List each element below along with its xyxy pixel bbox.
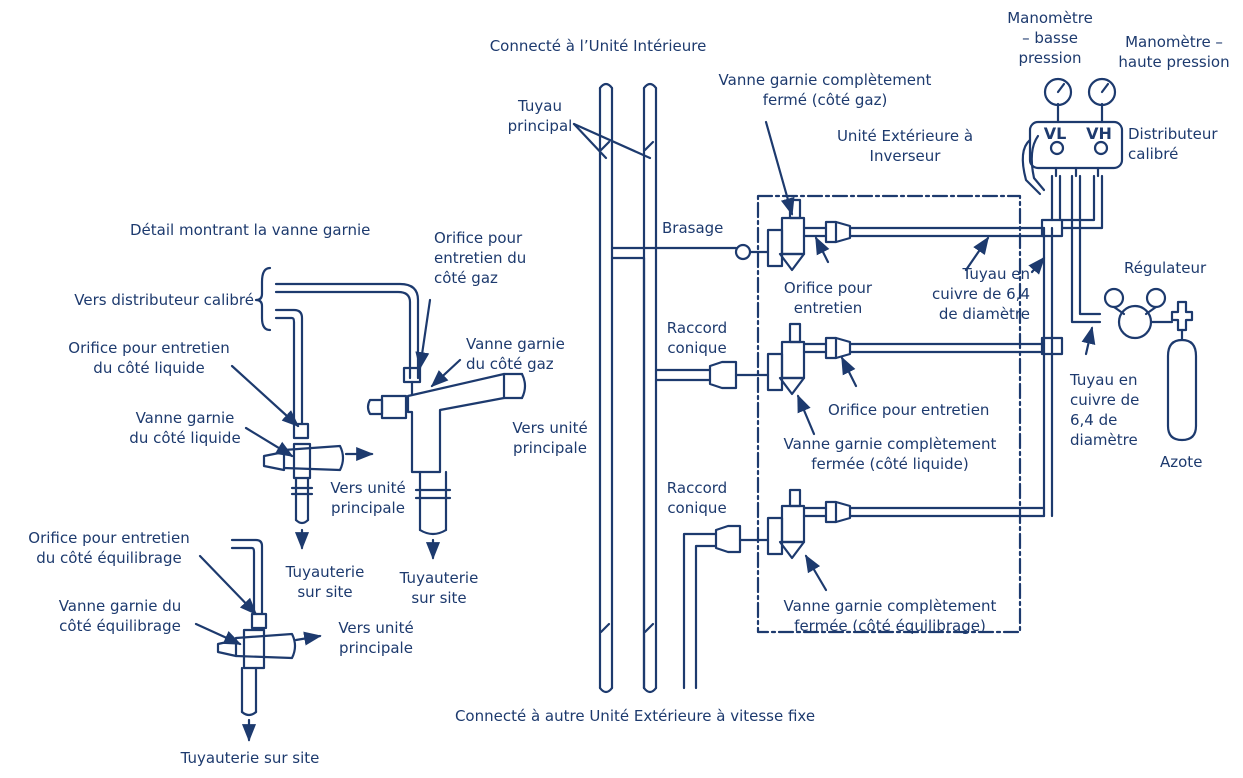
label-vers-unite-1: Vers unité principale: [330, 479, 406, 517]
regulator-and-bottle: [1103, 287, 1198, 442]
label-detail-title: Détail montrant la vanne garnie: [130, 221, 371, 239]
manifold: [1021, 77, 1124, 324]
branch-liquid: [642, 256, 1046, 690]
label-distributeur: Distributeur calibré: [1128, 125, 1218, 163]
label-orifice-entretien-2: Orifice pour entretien: [828, 401, 990, 419]
label-connecte-interieure: Connecté à l’Unité Intérieure: [489, 37, 707, 55]
label-tuyauterie-1: Tuyauterie sur site: [285, 563, 365, 601]
label-orifice-equilibrage: Orifice pour entretien du côté équilibra…: [28, 529, 190, 567]
label-manometre-haute: Manomètre – haute pression: [1118, 33, 1230, 71]
label-tuyauterie-2: Tuyauterie sur site: [399, 569, 479, 607]
detail-liquid-valve: [230, 364, 374, 550]
main-pipes: [598, 82, 658, 694]
label-vanne-gaz: Vanne garnie du côté gaz: [466, 335, 565, 373]
label-vanne-fermee-equilibrage: Vanne garnie complètement fermée (côté é…: [783, 597, 997, 635]
label-regulateur: Régulateur: [1124, 259, 1207, 277]
label-vers-unite-principale-main: Vers unité principale: [512, 419, 588, 457]
label-orifice-liquide: Orifice pour entretien du côté liquide: [68, 339, 230, 377]
outdoor-unit-box: [756, 194, 1022, 634]
label-tuyau-cuivre-2: Tuyau en cuivre de 6,4 de diamètre: [1070, 371, 1140, 449]
branch-equilibrage: [682, 488, 1046, 690]
label-azote: Azote: [1160, 453, 1203, 471]
label-raccord-conique-1: Raccord conique: [666, 319, 728, 357]
label-raccord-conique-2: Raccord conique: [666, 479, 728, 517]
label-vanne-equilibrage: Vanne garnie du côté équilibrage: [58, 597, 182, 635]
label-orifice-gaz: Orifice pour entretien du côté gaz: [434, 229, 527, 287]
label-vanne-ferme-gaz: Vanne garnie complètement fermé (côté ga…: [718, 71, 932, 109]
label-tuyau-principal: Tuyau principal: [507, 97, 573, 135]
brace: [254, 266, 272, 332]
label-vanne-fermee-liquide: Vanne garnie complètement fermée (côté l…: [783, 435, 997, 473]
label-vl: VL: [1043, 124, 1067, 143]
branch-gas: [610, 198, 1046, 272]
label-brasage: Brasage: [662, 219, 724, 237]
label-manometre-basse: Manomètre – basse pression: [1007, 9, 1093, 67]
detail-gas-valve: [274, 282, 527, 560]
label-connecte-autre: Connecté à autre Unité Extérieure à vite…: [454, 707, 816, 725]
annotation-arrows: [764, 120, 1096, 592]
label-vers-unite-2: Vers unité principale: [338, 619, 414, 657]
label-tuyau-cuivre-1: Tuyau en cuivre de 6,4 de diamètre: [931, 265, 1030, 323]
label-vers-distributeur: Vers distributeur calibré: [74, 291, 254, 309]
label-vh: VH: [1086, 124, 1112, 143]
label-orifice-entretien: Orifice pour entretien: [783, 279, 873, 317]
label-unite-exterieure: Unité Extérieure à Inverseur: [836, 127, 974, 165]
collector-pipe: [1040, 218, 1064, 518]
leader-tuyau-principal-1: [572, 122, 608, 160]
label-tuyauterie-3: Tuyauterie sur site: [180, 749, 320, 767]
label-vanne-liquide: Vanne garnie du côté liquide: [129, 409, 241, 447]
leader-tuyau-principal-2: [572, 122, 652, 160]
detail-equilibrage-valve: [194, 538, 322, 742]
